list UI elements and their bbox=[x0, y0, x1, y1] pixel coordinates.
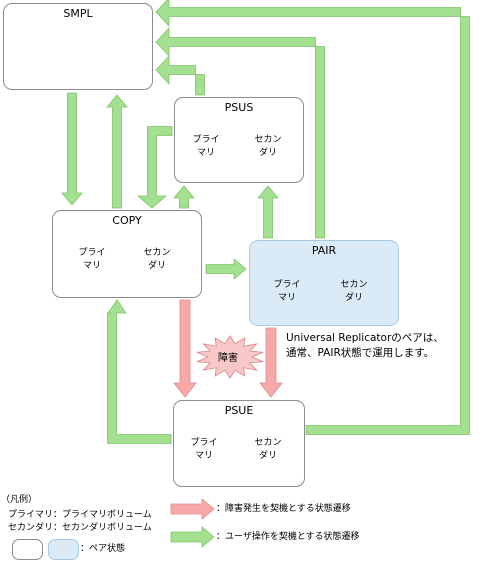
psus-secondary-label-2: ダリ bbox=[258, 148, 277, 158]
pair-primary-label-2: マリ bbox=[277, 293, 296, 303]
pair-primary-label-1: プライ bbox=[273, 280, 301, 290]
state-box-pair: PAIR bbox=[249, 240, 399, 326]
arrow-psue-to-copy bbox=[107, 299, 172, 444]
psue-primary-label-2: マリ bbox=[194, 451, 213, 461]
arrow-copy-to-psue-failure bbox=[173, 299, 197, 398]
copy-secondary-label-1: セカン bbox=[143, 248, 171, 258]
state-box-smpl: SMPL bbox=[3, 3, 153, 90]
arrow-copy-to-psus bbox=[173, 185, 195, 209]
legend-pair-state-label: ：ペア状態 bbox=[80, 544, 126, 554]
arrow-pair-to-psue-failure bbox=[259, 327, 283, 398]
arrow-pair-to-psus bbox=[257, 185, 279, 239]
psus-primary-label-1: プライ bbox=[192, 135, 220, 145]
legend-title: （凡例） bbox=[1, 495, 38, 505]
user-operation-arrows bbox=[61, 0, 470, 444]
failure-burst-shape bbox=[196, 335, 264, 379]
copy-primary-label-1: プライ bbox=[78, 248, 106, 258]
psue-primary-label-1: プライ bbox=[190, 438, 218, 448]
legend-primary-definition: プライマリ：プライマリボリューム bbox=[8, 510, 152, 520]
psus-primary-label-2: マリ bbox=[196, 148, 215, 158]
arrow-copy-to-pair bbox=[205, 258, 247, 280]
legend-user-arrow bbox=[170, 526, 215, 548]
arrow-smpl-to-copy bbox=[61, 92, 83, 206]
psue-secondary-label-2: ダリ bbox=[258, 451, 277, 461]
copy-secondary-label-2: ダリ bbox=[147, 261, 166, 271]
legend-secondary-definition: セカンダリ：セカンダリボリューム bbox=[8, 523, 152, 533]
legend-state-box-sample bbox=[12, 539, 43, 560]
arrow-psue-to-smpl bbox=[155, 0, 470, 435]
note-line-1: Universal Replicatorのペアは、 bbox=[286, 332, 444, 344]
pair-secondary-label-2: ダリ bbox=[344, 293, 363, 303]
state-title-copy: COPY bbox=[112, 214, 142, 227]
arrow-pair-to-smpl bbox=[155, 26, 325, 239]
failure-arrows bbox=[173, 299, 283, 398]
pair-secondary-label-1: セカン bbox=[340, 280, 368, 290]
legend-user-transition-label: ：ユーザ操作を契機とする状態遷移 bbox=[216, 532, 360, 542]
note-line-2: 通常、PAIR状態で運用します。 bbox=[286, 347, 435, 359]
state-title-psus: PSUS bbox=[224, 101, 254, 114]
psue-secondary-label-1: セカン bbox=[254, 438, 282, 448]
state-title-pair: PAIR bbox=[311, 244, 337, 257]
psus-secondary-label-1: セカン bbox=[254, 135, 282, 145]
arrow-psus-to-smpl bbox=[155, 54, 205, 96]
state-title-psue: PSUE bbox=[224, 404, 254, 417]
arrow-copy-to-smpl bbox=[106, 94, 128, 209]
legend-pair-box-sample bbox=[48, 539, 79, 560]
state-box-copy: COPY bbox=[52, 210, 202, 298]
failure-burst bbox=[196, 335, 264, 379]
state-box-psus: PSUS bbox=[174, 97, 304, 183]
legend-failure-arrow bbox=[170, 498, 215, 520]
legend-failure-transition-label: ：障害発生を契機とする状態遷移 bbox=[216, 504, 351, 514]
arrow-psus-to-copy bbox=[136, 126, 173, 209]
failure-label: 障害 bbox=[218, 353, 238, 364]
state-title-smpl: SMPL bbox=[63, 7, 93, 20]
state-box-psue: PSUE bbox=[173, 400, 305, 487]
legend-arrows bbox=[170, 498, 215, 548]
copy-primary-label-2: マリ bbox=[82, 261, 101, 271]
